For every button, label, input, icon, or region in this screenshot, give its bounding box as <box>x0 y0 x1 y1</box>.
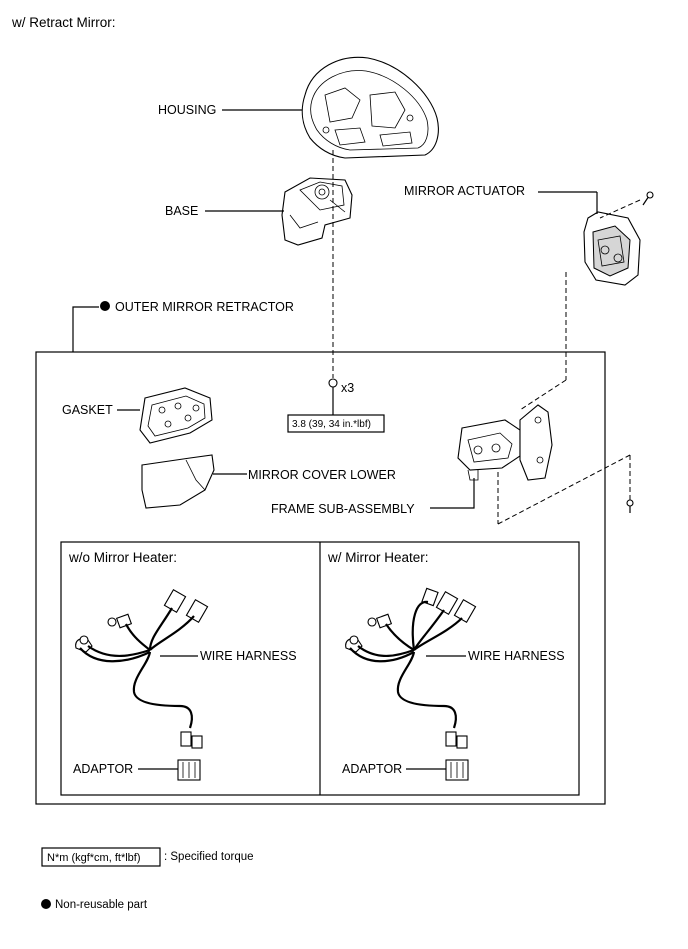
variant-header-without-heater: w/o Mirror Heater: <box>68 550 177 565</box>
mirror-actuator-label: MIRROR ACTUATOR <box>404 184 525 198</box>
diagram-title: w/ Retract Mirror: <box>11 15 116 30</box>
torque-value: 3.8 (39, 34 in.*lbf) <box>292 419 371 430</box>
variant-panel-with-heater: w/ Mirror Heater: WIRE HARNESS <box>327 550 565 781</box>
actuator-dash-2 <box>519 379 567 411</box>
actuator-screw-icon <box>642 191 654 206</box>
frame-screw-icon <box>626 499 634 513</box>
variant-header-with-heater: w/ Mirror Heater: <box>327 550 429 565</box>
legend-nonreusable-icon <box>41 899 51 909</box>
actuator-screw-dash <box>599 199 641 219</box>
wire-harness-without-heater-label: WIRE HARNESS <box>200 649 297 663</box>
legend-torque-unit: N*m (kgf*cm, ft*lbf) <box>47 852 141 864</box>
frame-sub-assembly-part <box>457 404 553 481</box>
frame-sub-assembly-label: FRAME SUB-ASSEMBLY <box>271 502 415 516</box>
adaptor-with-heater-part <box>445 759 469 781</box>
adaptor-without-heater-part <box>177 759 201 781</box>
frame-dash-2 <box>497 454 631 525</box>
housing-label: HOUSING <box>158 103 216 117</box>
wire-harness-without-heater-part <box>75 588 209 749</box>
mirror-cover-lower-part <box>141 454 215 509</box>
adaptor-without-heater-label: ADAPTOR <box>73 762 133 776</box>
outer-mirror-retractor-label: OUTER MIRROR RETRACTOR <box>115 300 294 314</box>
wire-harness-with-heater-label: WIRE HARNESS <box>468 649 565 663</box>
base-part <box>281 177 353 246</box>
gasket-part <box>139 387 213 444</box>
mirror-actuator-part <box>583 211 641 286</box>
variant-panel-without-heater: w/o Mirror Heater: WIRE HARNESS <box>68 550 297 781</box>
legend-nonreusable-desc: Non-reusable part <box>55 899 148 911</box>
housing-part <box>301 56 439 159</box>
outer-mirror-retractor-box <box>35 351 606 805</box>
mirror-cover-lower-label: MIRROR COVER LOWER <box>248 468 396 482</box>
frame-sub-assembly-leader <box>430 478 475 509</box>
gasket-label: GASKET <box>62 403 113 417</box>
bolt-icon <box>328 378 338 397</box>
bolt-quantity: x3 <box>341 381 354 395</box>
nonreusable-icon <box>100 301 110 311</box>
wire-harness-with-heater-part <box>345 587 477 749</box>
legend-torque-box <box>41 847 161 867</box>
torque-box <box>287 414 385 433</box>
base-label: BASE <box>165 204 198 218</box>
adaptor-with-heater-label: ADAPTOR <box>342 762 402 776</box>
legend-torque-desc: : Specified torque <box>164 851 254 863</box>
retractor-leader <box>72 306 99 352</box>
